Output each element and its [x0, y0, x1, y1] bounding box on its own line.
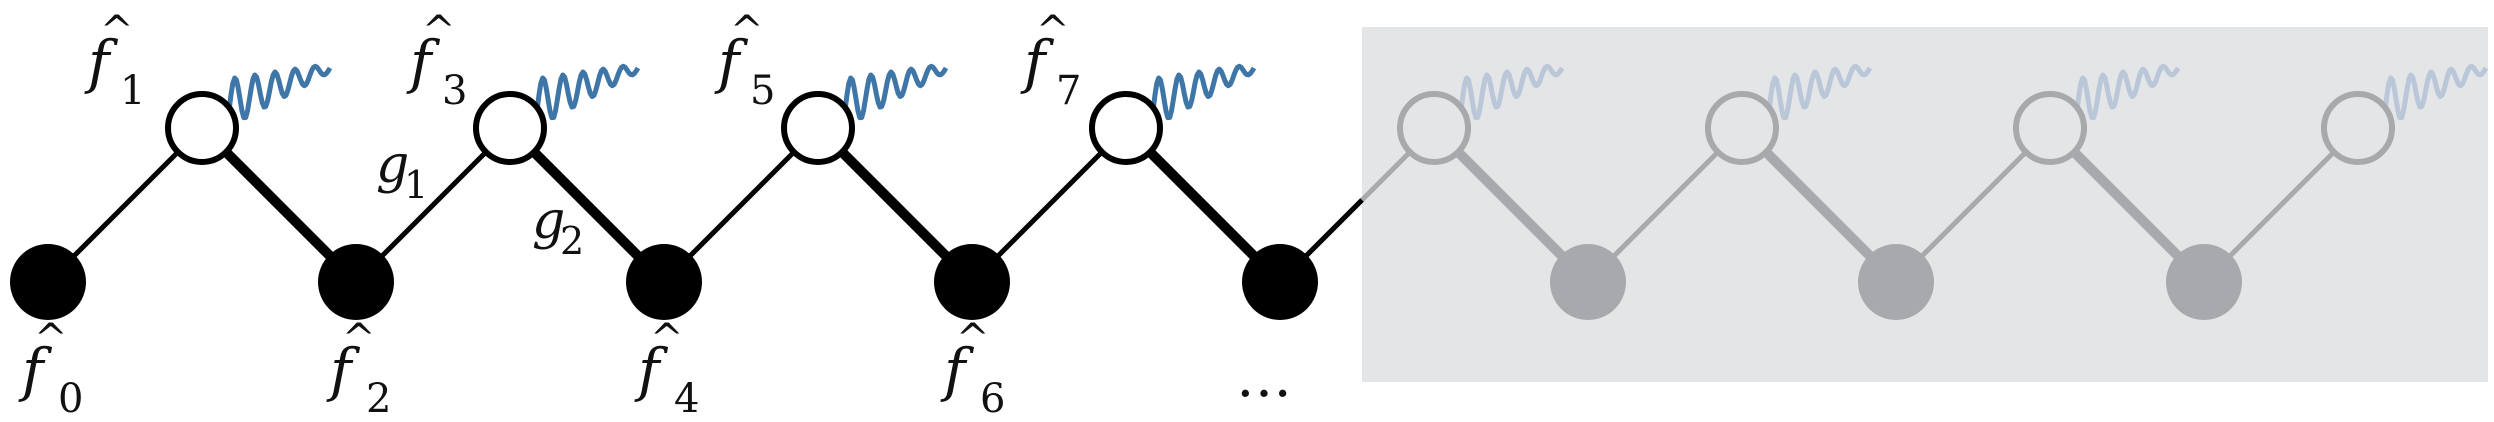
emission-wave-7: [2373, 63, 2489, 132]
faded-region-panel: [1362, 27, 2488, 382]
label-f0: f ^ 0: [18, 316, 83, 422]
emission-wave-6: [2065, 63, 2181, 132]
label-g1: g 1: [376, 135, 428, 207]
site-top-6: [2013, 91, 2087, 165]
site-top-1: [473, 91, 547, 165]
svg-text:g: g: [376, 135, 409, 195]
site-top-5: [1705, 91, 1779, 165]
svg-text:7: 7: [1056, 68, 1081, 114]
emission-waves: [217, 63, 2489, 132]
svg-text:0: 0: [58, 376, 83, 422]
site-top-0: [165, 91, 239, 165]
emission-wave-3: [1141, 63, 1257, 132]
site-bottom-1: [318, 244, 394, 320]
svg-text:5: 5: [750, 68, 775, 114]
svg-text:1: 1: [404, 163, 428, 207]
svg-text:^: ^: [1036, 8, 1070, 54]
svg-text:^: ^: [956, 316, 990, 362]
site-bottom-4: [1242, 244, 1318, 320]
emission-wave-2: [833, 63, 949, 132]
label-f6: f ^ 6: [940, 316, 1005, 422]
svg-text:^: ^: [650, 316, 684, 362]
chain-nodes: [10, 91, 2395, 320]
svg-text:3: 3: [442, 68, 467, 114]
label-f3: f ^ 3: [406, 8, 467, 114]
label-f1: f ^ 1: [84, 8, 145, 114]
site-bottom-3: [934, 244, 1010, 320]
site-top-2: [781, 91, 855, 165]
label-f4: f ^ 4: [634, 316, 699, 422]
site-top-7: [2321, 91, 2395, 165]
ellipsis: …: [1236, 345, 1292, 410]
site-bottom-2: [626, 244, 702, 320]
svg-text:^: ^: [100, 8, 134, 54]
site-bottom-6: [1858, 244, 1934, 320]
site-bottom-0: [10, 244, 86, 320]
label-f2: f ^ 2: [326, 316, 391, 422]
emission-wave-0: [217, 63, 333, 132]
svg-text:^: ^: [422, 8, 456, 54]
emission-wave-1: [525, 63, 641, 132]
label-f7: f ^ 7: [1020, 8, 1081, 114]
svg-text:^: ^: [34, 316, 68, 362]
label-g2: g 2: [532, 191, 584, 263]
site-top-3: [1089, 91, 1163, 165]
svg-text:1: 1: [120, 68, 145, 114]
site-bottom-7: [2166, 244, 2242, 320]
svg-text:^: ^: [730, 8, 764, 54]
svg-text:6: 6: [980, 376, 1005, 422]
svg-text:g: g: [532, 191, 565, 251]
site-bottom-5: [1550, 244, 1626, 320]
svg-text:4: 4: [674, 376, 699, 422]
emission-wave-5: [1757, 63, 1873, 132]
svg-text:2: 2: [560, 219, 584, 263]
svg-text:2: 2: [366, 376, 391, 422]
site-top-4: [1397, 91, 1471, 165]
svg-text:^: ^: [342, 316, 376, 362]
emission-wave-4: [1449, 63, 1565, 132]
label-f5: f ^ 5: [714, 8, 775, 114]
